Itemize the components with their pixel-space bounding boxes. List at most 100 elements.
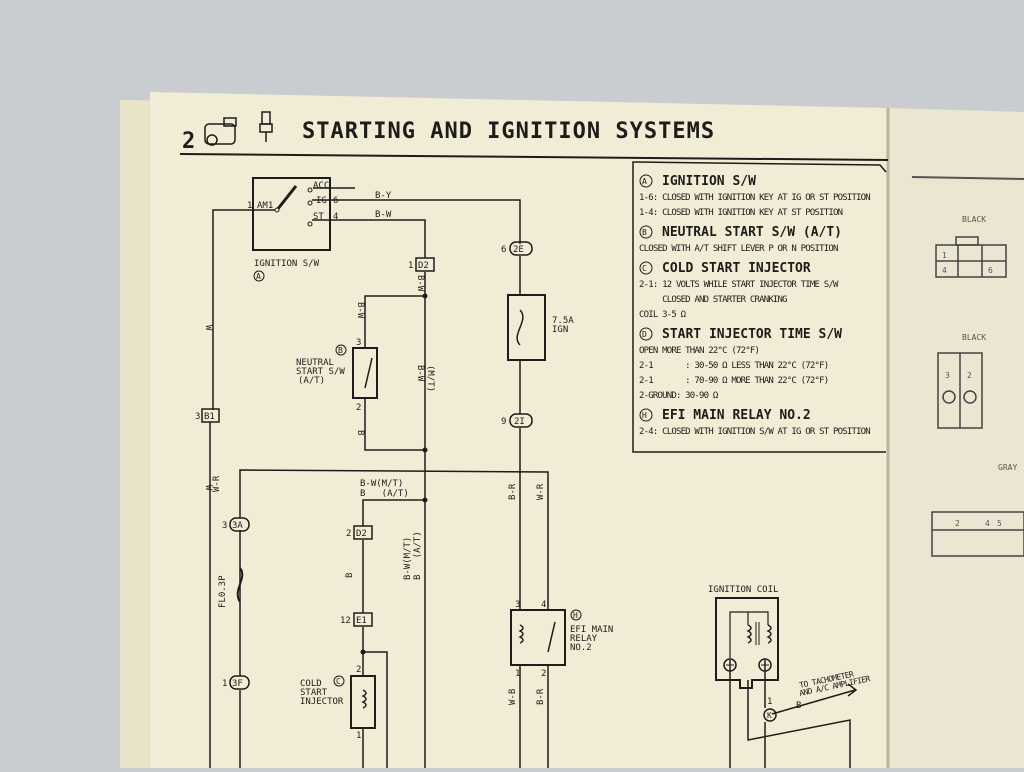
connector-color: BLACK [962,333,986,342]
connector-id: 2E [513,245,524,255]
legend-line: 2-GROUND: 30-90 Ω [639,391,719,401]
fusible-link-label: FL0.3P [218,575,228,608]
connector-pin: 1 [222,679,227,689]
pin: 3 [356,338,361,348]
legend-line: 2-1 : 70-90 Ω MORE THAN 22°C (72°F) [639,376,828,386]
legend-mark-circle [639,225,653,239]
wire-label-w-2: W [203,485,213,491]
wire-label-b: B [355,430,365,435]
wire-label-bat: B (A/T) [360,489,409,499]
label: COLD [300,679,322,689]
plus-terminal-icon [723,658,737,672]
legend-heading: IGNITION S/W [662,174,756,189]
pin-1: 1 [247,201,252,211]
label: NO.2 [570,643,592,653]
mark-h: H [573,611,578,620]
connector-color: BLACK [962,215,986,224]
connector-pin: 12 [340,616,351,626]
cold-start-injector: COLD START INJECTOR C 2 1 [300,665,376,741]
terminal-acc: ACC [313,181,329,191]
pin: 5 [997,519,1002,528]
fuse-rating: 7.5A [552,316,574,326]
pin-6: 6 [333,196,338,206]
wire-label-bat-v: B (A/T) [413,531,423,580]
terminal-am1: AM1 [257,201,273,211]
label: START S/W [296,367,345,377]
wire-label-bwmt-v: B-W(M/T) [403,537,413,580]
legend-line: COIL 3-5 Ω [639,310,687,320]
legend-heading: EFI MAIN RELAY NO.2 [662,408,811,423]
left-page [150,92,888,768]
wire-label-mt: (M/T) [425,365,435,392]
wire-label-by: B-Y [375,191,392,201]
connector-id: B1 [204,412,215,422]
mark-b: B [338,346,343,355]
wire-label-bw-ns: B-W [355,302,365,319]
wire-label-wb: W-B [508,689,518,705]
label: IGNITION COIL [708,585,778,595]
label: NEUTRAL [296,358,334,368]
pin: 2 [356,665,361,675]
connector-k: K [767,711,772,720]
wire-label-bwmt: B-W(M/T) [360,479,403,489]
pin: 2 [967,371,972,380]
label: START [300,688,328,698]
fusible-link [236,567,244,603]
connector-e1: E1 12 [340,612,373,627]
connector-d2-bottom: D2 2 [346,525,373,540]
connector-d2-top: D2 1 [408,257,435,272]
ignition-switch-label: IGNITION S/W [254,259,320,269]
right-header-rule [911,176,1024,180]
legend-heading: COLD START INJECTOR [662,261,811,276]
legend-mark-circle [639,408,653,422]
pin: 1 [515,669,520,679]
legend-line: CLOSED WITH A/T SHIFT LEVER P OR N POSIT… [639,244,838,254]
pin: 3 [515,600,520,610]
connector-diagram-h [931,511,1024,557]
label: EFI MAIN [570,625,613,635]
wire-label-bw: B-W [375,210,392,220]
efi-main-relay: 3 4 1 2 H EFI MAIN RELAY NO.2 [510,600,613,679]
minus-terminal-icon [758,658,772,672]
legend-mark-circle [639,174,653,188]
connector-pin: 3 [222,521,227,531]
header-rule [179,153,889,161]
terminal-ig: IG [316,196,327,206]
legend-line: CLOSED AND STARTER CRANKING [639,295,787,305]
connector-id: E1 [356,616,367,626]
connector-id: D2 [418,261,429,271]
mark-a: A [256,272,261,281]
connector-2i: 2I 9 [501,413,533,428]
pin: 2 [356,403,361,413]
connector-color: GRAY [998,463,1017,472]
legend-mark: H [642,411,647,420]
starter-motor-icon [204,117,237,146]
legend-box [632,161,887,453]
legend-line: 2-4: CLOSED WITH IGNITION S/W AT IG OR S… [639,427,870,437]
connector-pin: 1 [767,697,772,707]
pin-4: 4 [333,212,338,222]
legend-line: 2-1: 12 VOLTS WHILE START INJECTOR TIME … [639,280,839,290]
pin: 4 [985,519,990,528]
wire-label-wr-2: W-R [536,483,546,500]
wire-label-bw-v: B-W [415,275,425,292]
ignition-switch: ACC IG 6 ST 4 AM1 1 IGNITION S/W A [247,177,338,282]
pin: 4 [942,266,947,275]
wire-label-b-coil: B [796,701,801,711]
connector-pin: 9 [501,417,506,427]
connector-diagram-a [935,236,1007,278]
legend-mark-circle [639,261,653,275]
label: (A/T) [298,376,325,386]
right-page [888,108,1024,768]
connector-3f: 3F 1 [222,675,250,690]
connector-3a: 3A 3 [222,517,250,532]
pin: 3 [945,371,950,380]
connector-pin: 6 [501,245,506,255]
fuse-name: IGN [552,325,568,335]
legend-line: 1-6: CLOSED WITH IGNITION KEY AT IG OR S… [639,193,870,203]
wire-label-wr: W-R [212,475,222,492]
connector-2e: 2E 6 [501,241,533,256]
connector-pin: 3 [195,412,200,422]
legend-line: 1-4: CLOSED WITH IGNITION KEY AT ST POSI… [639,208,843,218]
wire-label-bw-mt: B-W [415,365,425,382]
